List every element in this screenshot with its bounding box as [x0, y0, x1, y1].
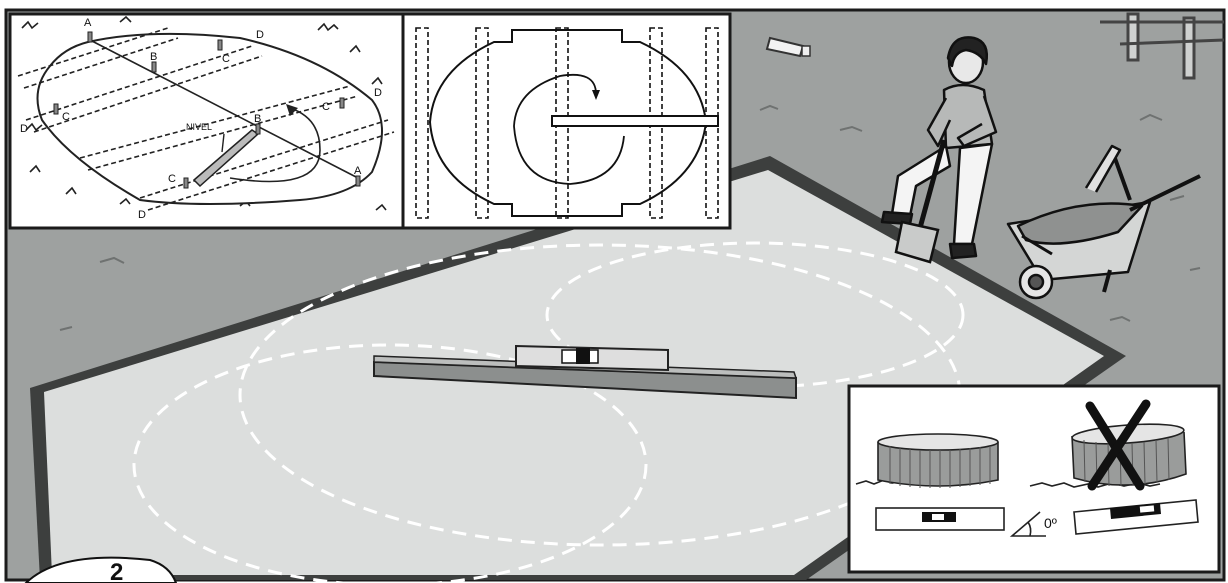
angle-label: 0º: [1044, 515, 1057, 531]
label-d-3: D: [374, 87, 382, 99]
plan-rotation-arrow-icon: [513, 73, 625, 185]
cross-mark-icon: [1085, 399, 1151, 491]
plan-level-bar: [551, 115, 719, 127]
level-board: [373, 344, 798, 400]
label-nivel: NIVEL: [186, 122, 212, 132]
inset-perspective-diagram: A B C D C D C D B A C D NIVEL: [8, 12, 405, 230]
level-indicator-good: [875, 507, 1005, 531]
step-number: 2: [110, 559, 123, 583]
label-a-top: A: [84, 17, 92, 29]
label-a-bottom: A: [354, 165, 362, 177]
label-d-2: D: [20, 123, 28, 135]
label-d-1: D: [256, 29, 264, 41]
inset-level-comparison: 0º: [847, 384, 1221, 574]
step-number-badge: 2: [24, 556, 178, 583]
level-indicator-bad: [1073, 499, 1199, 535]
label-c-4: C: [168, 173, 176, 185]
label-d-4: D: [138, 209, 146, 221]
inset-plan-diagram: [401, 12, 732, 230]
bottle-icon: [765, 36, 811, 58]
label-c-3: C: [322, 101, 330, 113]
fence: [1100, 12, 1225, 80]
label-b-top: B: [150, 51, 157, 63]
label-c-2: C: [62, 111, 70, 123]
angle-icon: [1009, 511, 1046, 537]
grass-tufts: [59, 104, 1201, 331]
shovel-icon: [894, 139, 947, 264]
label-c-1: C: [222, 53, 230, 65]
wheelbarrow-icon: [1006, 144, 1201, 300]
rotation-arrow-icon: [229, 107, 321, 183]
label-b-bottom: B: [254, 113, 261, 125]
pool-icon: [877, 433, 999, 488]
